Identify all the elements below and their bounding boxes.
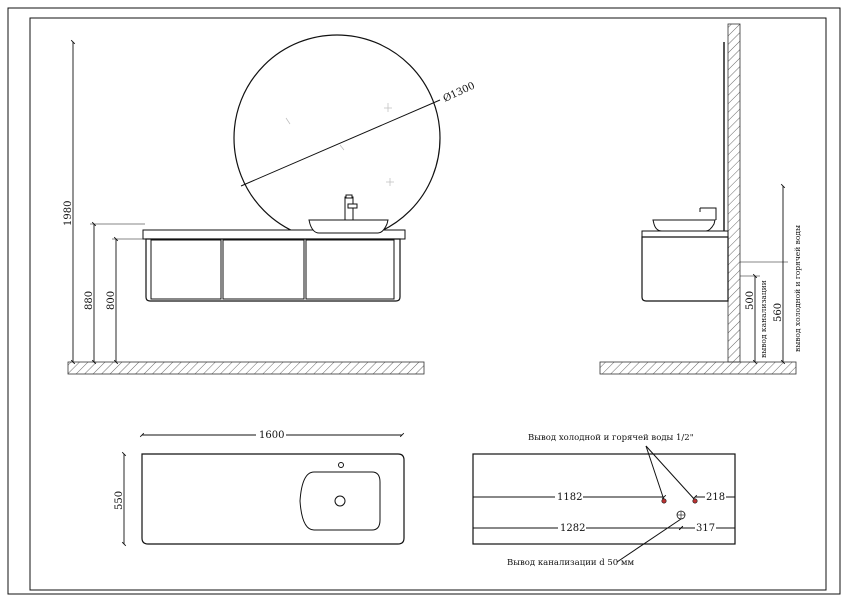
mirror-sparkles: [285, 103, 394, 186]
dim-label-1980: 1980: [63, 201, 74, 226]
top-tap-hole: [338, 462, 344, 468]
drain-outlet-label: Вывод канализации d 50 мм: [507, 558, 635, 568]
side-floor: [599, 361, 797, 375]
dim-label-317-bg: [695, 521, 716, 533]
top-basin: [299, 471, 381, 531]
water-leader-1: [645, 445, 665, 501]
top-view: 1600 550: [114, 428, 405, 547]
mirror-diameter-line: [240, 99, 441, 187]
dim-label-218-bg: [705, 490, 726, 502]
dim-label-1600: 1600: [259, 430, 284, 441]
dim-label-1182-bg: [555, 490, 583, 502]
wall-plan: Вывод холодной и горячей воды 1/2" 1182 …: [472, 433, 736, 568]
cold-water-point: [661, 498, 667, 504]
water-leader-2: [645, 445, 696, 501]
dim-label-1182: 1182: [557, 492, 582, 503]
dim-label-1282: 1282: [560, 523, 585, 534]
hot-water-point: [692, 498, 698, 504]
inner-frame: [29, 17, 827, 591]
side-cabinet: [641, 236, 729, 302]
round-mirror: [233, 34, 441, 242]
side-drain-label: вывод канализации: [759, 280, 768, 358]
mirror-diameter-label: Ø1300: [442, 81, 477, 105]
side-water-label: вывод холодной и горячей воды: [793, 225, 802, 352]
dim-label-880: 880: [84, 291, 95, 310]
water-outlet-label: Вывод холодной и горячей воды 1/2": [528, 433, 694, 443]
dim-label-1600-bg: [256, 428, 286, 440]
cabinet-door-3: [305, 239, 395, 300]
top-drain-hole: [334, 495, 346, 507]
front-faucet: [344, 194, 358, 221]
side-wall: [727, 23, 741, 363]
side-view: 500 вывод канализации 560 вывод холодной…: [599, 23, 802, 375]
side-faucet: [699, 207, 717, 220]
dim-label-1282-bg: [558, 521, 586, 533]
drain-leader: [616, 518, 682, 563]
dim-label-317: 317: [696, 523, 715, 534]
front-view: Ø1300 1980 880 800: [63, 34, 477, 375]
front-cabinet: [145, 238, 401, 302]
outer-frame: [7, 7, 841, 595]
dim-label-218: 218: [706, 492, 725, 503]
front-basin: [308, 219, 389, 234]
dim-label-500: 500: [745, 291, 756, 310]
cabinet-door-1: [150, 239, 222, 300]
dim-label-800: 800: [106, 291, 117, 310]
cabinet-door-2: [222, 239, 305, 300]
front-floor: [67, 361, 425, 375]
wall-plan-outline: [472, 453, 736, 545]
dim-label-560: 560: [773, 303, 784, 322]
dim-label-550: 550: [114, 491, 125, 510]
side-basin: [652, 219, 716, 232]
side-countertop: [641, 230, 729, 238]
